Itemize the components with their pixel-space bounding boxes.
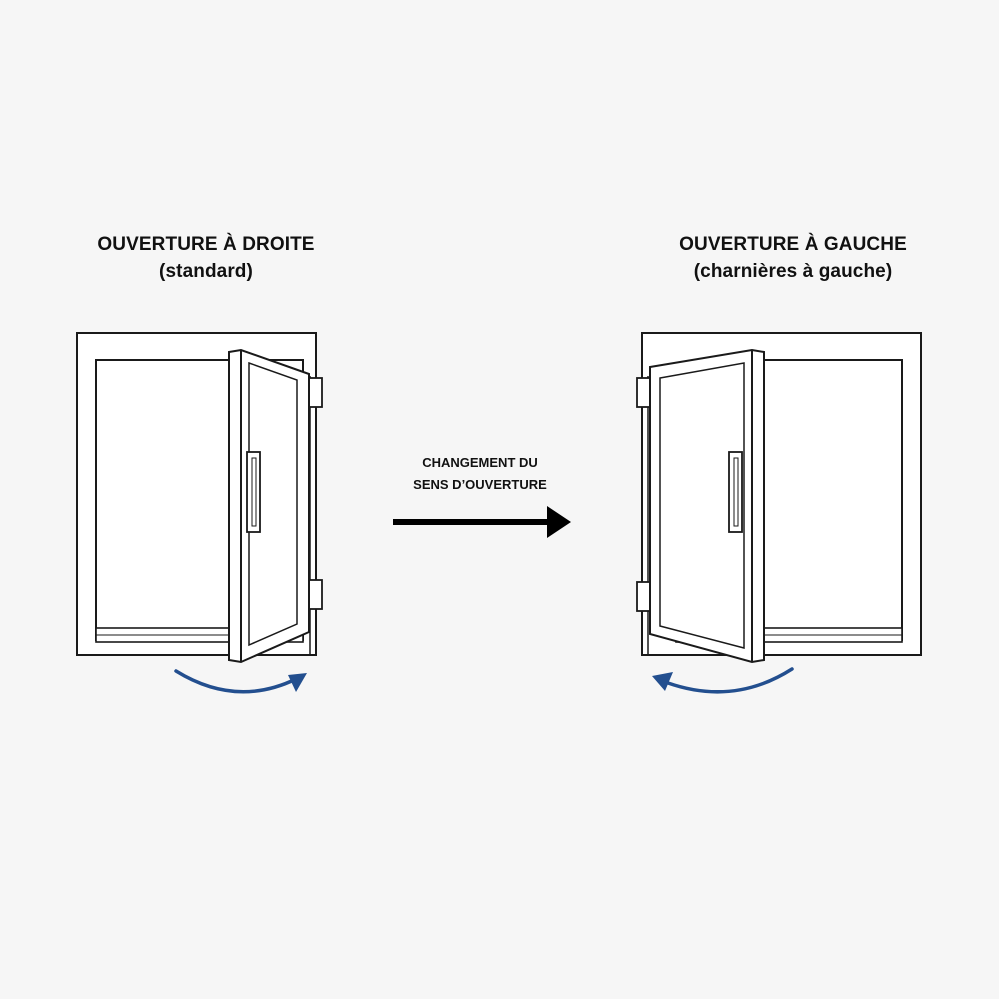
right-title: OUVERTURE À GAUCHE	[679, 234, 907, 255]
left-subtitle: (standard)	[159, 261, 253, 282]
left-bottom-hinge	[308, 579, 323, 610]
right-door-handle	[728, 451, 743, 533]
left-door-inner-panel	[248, 361, 298, 647]
left-cabinet-illustration	[76, 332, 323, 664]
left-top-hinge	[308, 377, 323, 408]
right-bottom-hinge	[636, 581, 651, 612]
left-door-handle	[246, 451, 261, 533]
right-swing-arrowhead	[652, 672, 673, 691]
left-heading: OUVERTURE À DROITE (standard)	[56, 231, 356, 285]
arrow-caption-line-2: SENS D’OUVERTURE	[413, 477, 547, 492]
right-handle-grip	[733, 457, 739, 527]
left-title: OUVERTURE À DROITE	[97, 234, 315, 255]
left-handle-grip	[251, 457, 257, 527]
change-direction-arrow	[393, 506, 571, 538]
left-swing-arrowhead	[288, 673, 307, 692]
arrow-caption-line-1: CHANGEMENT DU	[422, 455, 538, 470]
right-cabinet-illustration	[636, 332, 922, 664]
right-top-hinge	[636, 377, 651, 408]
arrow-caption: CHANGEMENT DU SENS D’OUVERTURE	[380, 452, 580, 496]
right-cabinet-interior	[755, 359, 903, 641]
right-door	[649, 348, 765, 664]
right-subtitle: (charnières à gauche)	[693, 261, 893, 282]
right-swing-arrow	[666, 667, 794, 694]
right-door-inner-panel	[659, 362, 745, 649]
right-heading: OUVERTURE À GAUCHE (charnières à gauche)	[643, 231, 943, 285]
left-swing-arrow	[174, 669, 298, 694]
